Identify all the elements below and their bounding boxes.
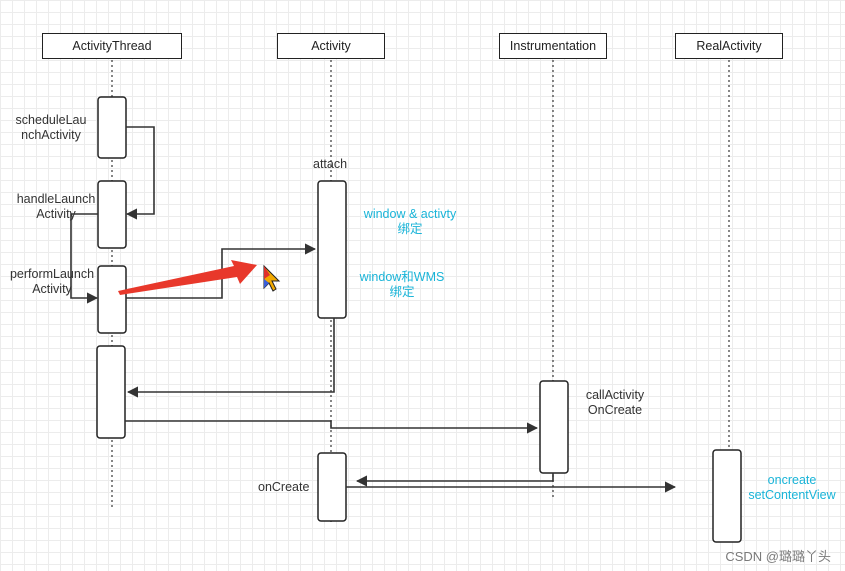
activation-schedule-launch [97,96,127,159]
note-oncreate-set-content-view: oncreate setContentView [742,473,842,503]
activation-activity-oncreate [317,452,347,522]
highlight-arrow [118,260,257,295]
message-label-line: Activity [32,282,72,296]
activation-thread-return [96,345,126,439]
message-label-handle-launch-activity: handleLaunch Activity [12,192,100,222]
message-label-line: nchActivity [21,128,81,142]
note-line: window & activty [363,207,457,221]
lifeline-header-activity-thread: ActivityThread [42,33,182,59]
cursor-icon [263,264,281,292]
message-label-line: Activity [36,207,76,221]
message-label-schedule-launch-activity: scheduleLau nchActivity [14,113,88,143]
message-label-line: scheduleLau [15,113,87,127]
arrow-instrumentation-return [355,473,554,487]
note-line: setContentView [748,488,836,502]
arrow-schedule-to-handle [125,126,155,220]
message-label-perform-launch-activity: performLaunch Activity [6,267,98,297]
note-line: 绑定 [397,222,423,236]
lifeline-header-instrumentation: Instrumentation [499,33,607,59]
message-label-attach: attach [313,157,348,171]
lifeline-header-real-activity: RealActivity [675,33,783,59]
activation-instrumentation [539,380,569,474]
arrow-to-instrumentation [125,420,539,434]
message-label-oncreate: onCreate [258,480,310,494]
arrow-attach-return [126,318,335,398]
message-label-line: performLaunch [9,267,95,281]
lifeline-header-activity: Activity [277,33,385,59]
activation-real-activity [712,449,742,543]
watermark: CSDN @璐璐丫头 [725,549,831,564]
note-window-wms-bind: window和WMS 绑定 [350,270,454,300]
arrow-handle-to-perform [70,213,99,304]
activation-perform-launch [97,265,127,334]
note-line: oncreate [767,473,817,487]
message-label-line: handleLaunch [16,192,96,206]
message-label-line: callActivity [585,388,645,402]
message-label-line: OnCreate [587,403,643,417]
note-window-activity-bind: window & activty 绑定 [355,207,465,237]
activation-attach [317,180,347,319]
note-line: 绑定 [389,285,415,299]
activation-handle-launch [97,180,127,249]
message-label-call-activity-oncreate: callActivity OnCreate [580,388,650,418]
note-line: window和WMS [359,270,445,284]
